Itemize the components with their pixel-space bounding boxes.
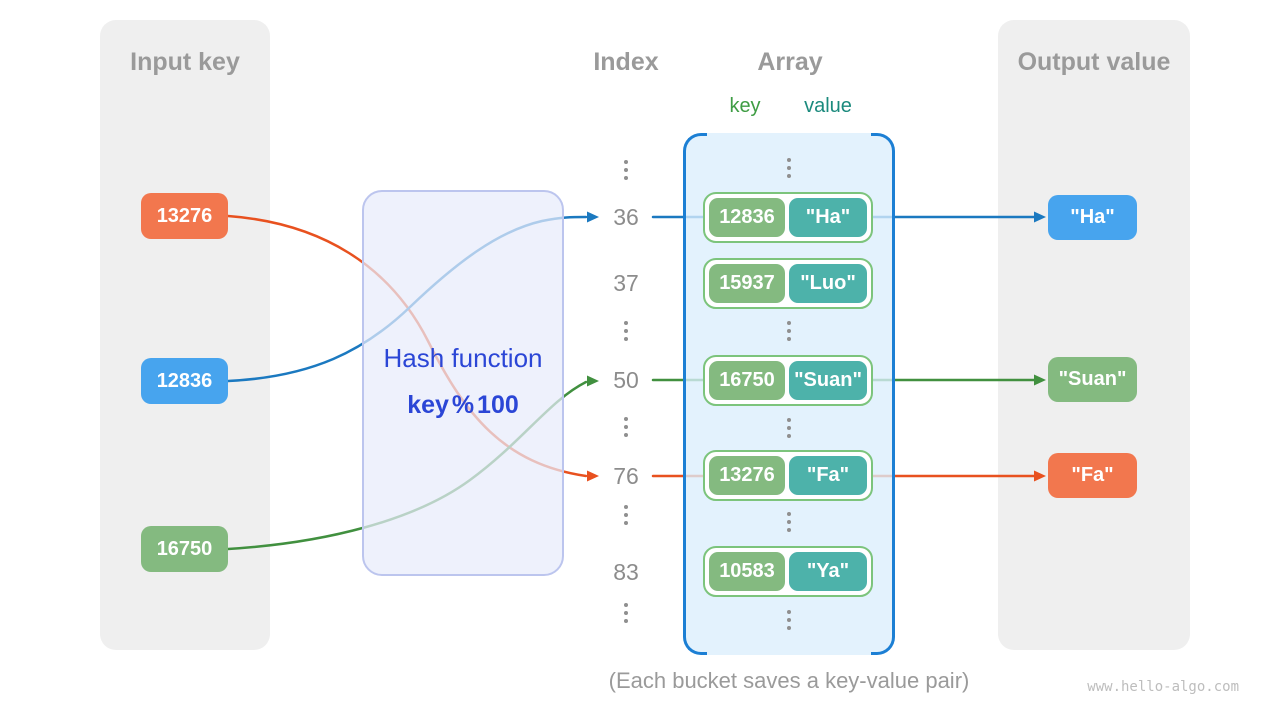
ellipsis-icon [624, 505, 628, 525]
output-value-box: "Ha" [1048, 195, 1137, 240]
index-value: 50 [613, 367, 639, 393]
index-value: 83 [613, 559, 639, 585]
index-value: 37 [613, 270, 639, 296]
output-panel-title: Output value [1017, 48, 1171, 76]
input-key-box: 16750 [141, 526, 228, 572]
bucket-key-box: 10583 [709, 552, 785, 591]
ellipsis-icon [624, 321, 628, 341]
bucket-key-box: 15937 [709, 264, 785, 303]
arrowhead-orange-index [587, 470, 599, 482]
input-key-box: 13276 [141, 193, 228, 239]
output-value-box: "Fa" [1048, 453, 1137, 498]
input-key-box: 12836 [141, 358, 228, 404]
index-value: 36 [613, 204, 639, 230]
arrowhead-green-index [587, 375, 599, 387]
bucket-key-box: 13276 [709, 456, 785, 495]
array-title: Array [757, 48, 823, 76]
arrowhead-blue-output [1034, 211, 1046, 223]
arrowhead-orange-output [1034, 470, 1046, 482]
bucket-row: 12836 "Ha" [703, 192, 873, 243]
arrowhead-green-output [1034, 374, 1046, 386]
input-panel-title: Input key [130, 48, 240, 76]
bucket-row: 16750 "Suan" [703, 355, 873, 406]
bucket-value-box: "Ha" [789, 198, 867, 237]
arrowhead-blue-index [587, 211, 599, 223]
bucket-key-box: 16750 [709, 361, 785, 400]
bucket-value-box: "Suan" [789, 361, 867, 400]
watermark: www.hello-algo.com [1087, 679, 1239, 695]
bucket-value-box: "Fa" [789, 456, 867, 495]
hash-function-box [362, 190, 564, 576]
array-value-header: value [804, 95, 852, 117]
output-panel [998, 20, 1190, 650]
hash-function-title: Hash function [383, 343, 543, 373]
caption: (Each bucket saves a key-value pair) [608, 668, 970, 693]
ellipsis-icon [787, 512, 791, 532]
bucket-value-box: "Ya" [789, 552, 867, 591]
ellipsis-icon [624, 603, 628, 623]
bucket-value-box: "Luo" [789, 264, 867, 303]
ellipsis-icon [624, 417, 628, 437]
ellipsis-icon [624, 160, 628, 180]
ellipsis-icon [787, 321, 791, 341]
array-right-bracket [871, 133, 895, 655]
index-column-title: Index [593, 48, 659, 76]
bucket-row: 15937 "Luo" [703, 258, 873, 309]
array-left-bracket [683, 133, 707, 655]
output-value-box: "Suan" [1048, 357, 1137, 402]
ellipsis-icon [787, 158, 791, 178]
index-value: 76 [613, 463, 639, 489]
bucket-row: 10583 "Ya" [703, 546, 873, 597]
ellipsis-icon [787, 610, 791, 630]
array-key-header: key [729, 95, 761, 117]
ellipsis-icon [787, 418, 791, 438]
hash-function-formula: key % 100 [407, 391, 519, 419]
bucket-key-box: 12836 [709, 198, 785, 237]
bucket-row: 13276 "Fa" [703, 450, 873, 501]
